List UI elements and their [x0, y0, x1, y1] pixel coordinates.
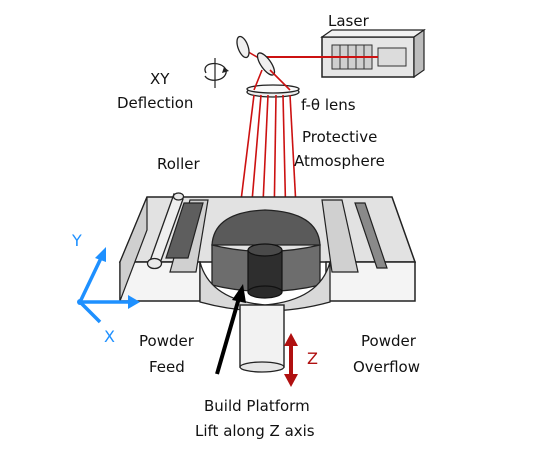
- powder-overflow-slot: [354, 202, 388, 269]
- label-axis-y: Y: [71, 231, 82, 250]
- xy-axes: [77, 247, 140, 324]
- label-z: Z: [307, 349, 318, 368]
- label-deflection: Deflection: [117, 94, 193, 112]
- powder-feed-slot: [165, 202, 204, 259]
- label-powder-overflow-1: Powder: [361, 332, 417, 350]
- label-atmosphere: Atmosphere: [294, 152, 385, 170]
- build-chamber: [199, 209, 331, 312]
- label-protective: Protective: [302, 128, 377, 146]
- label-f-theta-lens: f-θ lens: [301, 96, 356, 114]
- build-platform-pointer: [215, 284, 246, 375]
- laser-unit: [320, 28, 426, 79]
- build-platform-piston: [239, 304, 285, 373]
- label-roller: Roller: [157, 155, 200, 173]
- label-powder-feed-2: Feed: [149, 358, 185, 376]
- label-powder-overflow-2: Overflow: [353, 358, 420, 376]
- label-lift-z: Lift along Z axis: [195, 422, 315, 440]
- label-build-platform: Build Platform: [204, 397, 310, 415]
- label-powder-feed-1: Powder: [139, 332, 195, 350]
- z-axis-arrow: [284, 333, 298, 387]
- xy-deflection-mirrors: [204, 35, 276, 88]
- label-xy: XY: [150, 70, 170, 88]
- label-laser: Laser: [328, 12, 370, 30]
- label-axis-x: X: [104, 327, 115, 346]
- roller: [146, 192, 185, 270]
